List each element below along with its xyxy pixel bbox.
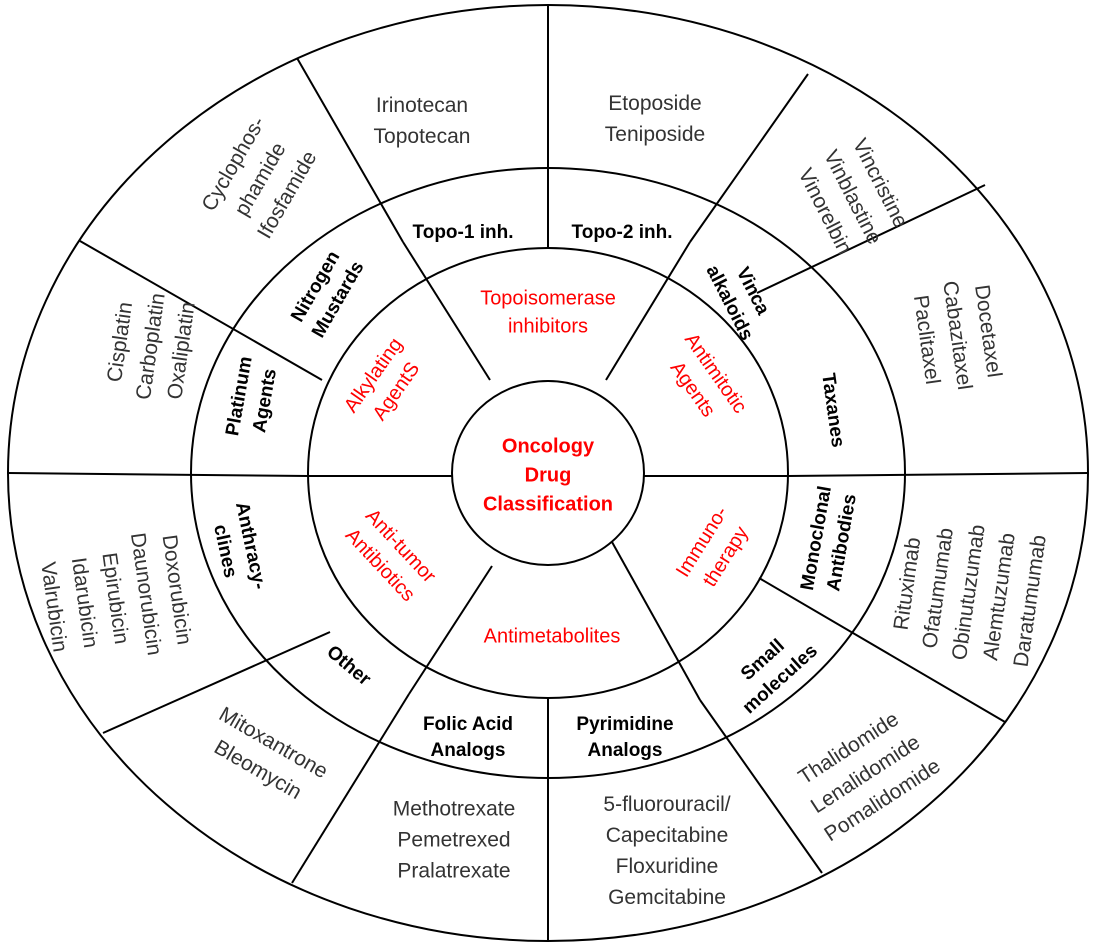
- class-label-topoisomerase-line: Topoisomerase: [480, 287, 616, 309]
- drug-list-platinum: CisplatinCarboplatinOxaliplatin: [101, 287, 200, 405]
- subclass-divider: [689, 73, 809, 243]
- class-label-topoisomerase: Topoisomerase inhibitors: [480, 287, 616, 337]
- subclass-label-topo2-line: Topo-2 inh.: [572, 222, 673, 243]
- drug-list-pyrimidine-line: Floxuridine: [616, 855, 719, 878]
- class-label-topoisomerase-line: inhibitors: [508, 315, 588, 337]
- drug-list-folic-line: Pralatrexate: [397, 859, 510, 882]
- drug-list-pyrimidine-line: Capecitabine: [606, 824, 729, 847]
- drug-list-pyrimidine-line: 5-fluorouracil/: [603, 793, 730, 816]
- class-divider: [611, 541, 701, 701]
- wheel-structure: [7, 4, 1089, 942]
- subclass-divider: [296, 57, 404, 243]
- subclass-label-taxanes-line: Taxanes: [817, 372, 848, 449]
- class-label-antimitotic: AntimitoticAgents: [657, 329, 751, 433]
- subclass-label-folic-line: Folic Acid: [423, 714, 513, 735]
- drug-list-anthracyclines: DoxorubicinDaunorubicinEpirubicinIdarubi…: [34, 527, 197, 670]
- subclass-label-small-molecules: Smallmolecules: [721, 621, 822, 718]
- drug-list-folic-line: Methotrexate: [393, 797, 516, 820]
- subclass-label-nitrogen: NitrogenMustards: [286, 245, 369, 342]
- subclass-label-pyrimidine-line: Analogs: [588, 740, 663, 761]
- class-label-antitumor: Anti-tumorAntibiotics: [341, 505, 441, 607]
- drug-list-taxanes: DocetaxelCabazitaxelPaclitaxel: [908, 275, 1007, 395]
- class-divider: [402, 241, 491, 381]
- drug-list-anthracyclines-line: Idarubicin: [67, 556, 102, 649]
- center-title-line: Drug: [525, 465, 572, 487]
- subclass-label-platinum-line: Agents: [249, 367, 281, 434]
- subclass-divider: [756, 184, 986, 294]
- subclass-label-topo2: Topo-2 inh.: [572, 222, 673, 243]
- drug-list-pyrimidine-line: Gemcitabine: [608, 886, 726, 909]
- subclass-label-anthracyclines-line: clines: [209, 523, 241, 580]
- drug-list-monoclonal: RituximabOfatumumabObinutuzumabAlemtuzum…: [886, 515, 1051, 671]
- drug-list-topo2-line: Etoposide: [608, 92, 701, 115]
- subclass-label-topo1-line: Topo-1 inh.: [413, 222, 514, 243]
- drug-list-small-molecules: ThalidomideLenalidomidePomalidomide: [787, 702, 945, 846]
- subclass-label-other: Other: [322, 641, 375, 690]
- subclass-label-monoclonal: MonoclonalAntibodies: [797, 484, 862, 596]
- subclass-label-vinca: Vincaalkaloids: [702, 250, 781, 344]
- center-title-line: Classification: [483, 494, 613, 516]
- subclass-label-taxanes: Taxanes: [817, 372, 848, 449]
- drug-list-nitrogen: Cyclophos-phamideIfosfamide: [197, 113, 323, 246]
- drug-list-topo1-line: Topotecan: [374, 125, 471, 148]
- drug-list-platinum-line: Oxaliplatin: [163, 301, 199, 401]
- subclass-divider: [699, 699, 823, 874]
- drug-list-monoclonal-line: Rituximab: [889, 536, 925, 632]
- subclass-label-other-line: Other: [322, 641, 375, 690]
- subclass-divider: [79, 240, 323, 381]
- subclass-divider: [291, 693, 410, 884]
- subclass-divider: [758, 577, 1006, 723]
- class-divider: [408, 565, 493, 695]
- subclass-label-topo1: Topo-1 inh.: [413, 222, 514, 243]
- subclass-label-anthracyclines-line: Anthracy-: [231, 500, 270, 591]
- drug-list-taxanes-line: Docetaxel: [970, 283, 1006, 379]
- class-label-antimetabolites: Antimetabolites: [484, 625, 621, 647]
- subclass-divider: [102, 631, 331, 734]
- subclass-divider: [7, 472, 309, 477]
- drug-list-platinum-line: Cisplatin: [103, 301, 137, 384]
- drug-list-platinum-line: Carboplatin: [132, 292, 170, 402]
- class-label-alkylating: AlkylatingAgentS: [340, 334, 430, 433]
- drug-list-taxanes-line: Paclitaxel: [909, 294, 944, 386]
- drug-list-topo2-line: Teniposide: [605, 123, 705, 146]
- subclass-label-pyrimidine-line: Pyrimidine: [576, 714, 673, 735]
- drug-list-anthracyclines-line: Epirubicin: [97, 551, 133, 646]
- class-label-immunotherapy: Immuno-therapy: [672, 503, 756, 596]
- drug-list-folic-line: Pemetrexed: [397, 828, 510, 851]
- drug-list-anthracyclines-line: Valrubicin: [36, 561, 71, 654]
- drug-list-topo1-line: Irinotecan: [376, 94, 468, 117]
- class-label-antimetabolites-line: Antimetabolites: [484, 625, 621, 647]
- subclass-label-platinum: PlatinumAgents: [222, 355, 282, 442]
- class-divider: [605, 241, 691, 381]
- drug-list-vinca: VincristineVinblastineVinorelbin: [791, 132, 913, 262]
- drug-list-other: MitoxantroneBleomycin: [200, 703, 332, 810]
- subclass-divider: [787, 472, 1089, 477]
- subclass-label-folic-line: Analogs: [431, 740, 506, 761]
- center-title-line: Oncology: [502, 436, 595, 458]
- center-ring: [451, 380, 645, 566]
